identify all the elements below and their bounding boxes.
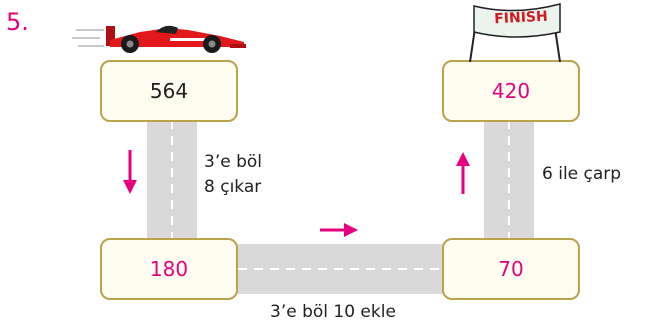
race-car-icon [72,25,246,53]
box-finish: 420 [442,60,580,122]
box-step-2: 70 [442,238,580,300]
arrow-down-icon [123,150,137,194]
box-start: 564 [100,60,238,122]
box-step-1: 180 [100,238,238,300]
instruction-right: 6 ile çarp [542,164,622,184]
arrow-right-icon [320,223,358,237]
instruction-left: 3’e böl 8 çıkar [204,150,262,200]
instruction-left-line-1: 3’e böl [204,152,262,172]
question-number: 5. [6,8,29,36]
arrow-up-icon [456,152,470,194]
instruction-left-line-2: 8 çıkar [204,177,262,197]
finish-banner-graphic [469,3,561,62]
instruction-bottom: 3’e böl 10 ekle [270,302,396,322]
